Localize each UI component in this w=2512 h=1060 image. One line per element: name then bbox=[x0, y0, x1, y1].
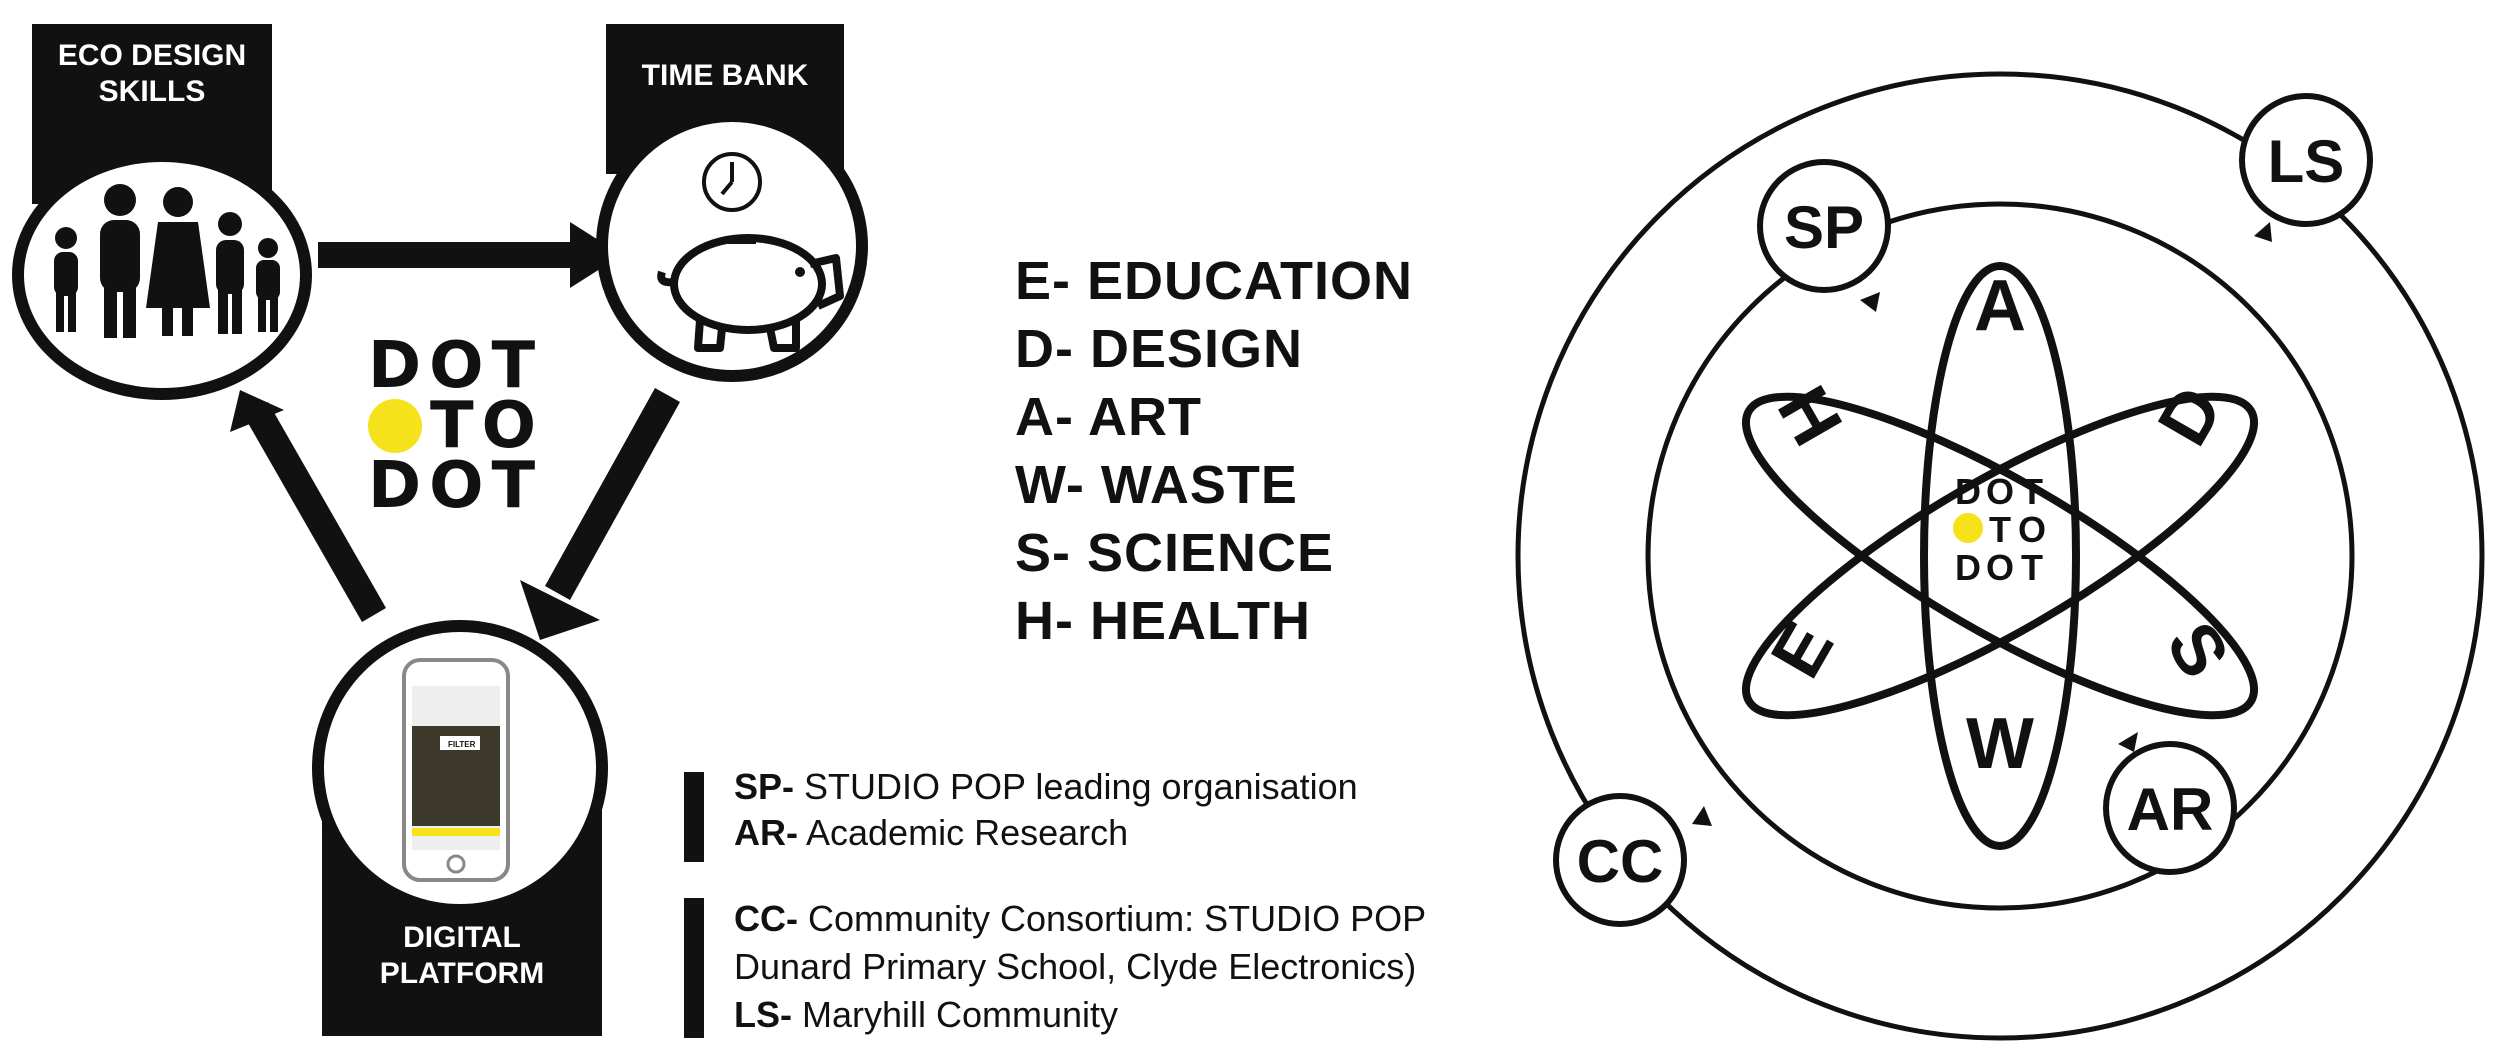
arrow-skills-to-timebank bbox=[318, 242, 578, 268]
arrow-timebank-to-platform bbox=[545, 388, 680, 600]
cycle-arrows bbox=[230, 222, 680, 640]
phone-filter-text: FILTER bbox=[448, 740, 476, 749]
node-ls-circle bbox=[2239, 93, 2373, 227]
node-cc-label: CC bbox=[1577, 828, 1664, 895]
node-cc-circle bbox=[1553, 793, 1687, 927]
orbit-letter-a: A bbox=[1974, 266, 2026, 346]
svg-text:T: T bbox=[2021, 471, 2043, 512]
piggy-bank-icon bbox=[657, 234, 844, 352]
orbit-letter-s: S bbox=[2151, 609, 2244, 691]
legend-item: E- EDUCATION bbox=[1015, 251, 1413, 311]
node-sp-label: SP bbox=[1784, 194, 1864, 261]
smartphone-icon: FILTER bbox=[402, 658, 510, 882]
orbit-letter-d: D bbox=[2143, 373, 2238, 458]
legend-item: D- DESIGN bbox=[1015, 319, 1304, 379]
arrow-ls-icon bbox=[2254, 222, 2272, 242]
legend-item: H- HEALTH bbox=[1015, 591, 1311, 651]
svg-text:T: T bbox=[2021, 547, 2043, 588]
logo-letter: O bbox=[429, 329, 484, 403]
orbit-letter-w: W bbox=[1966, 704, 2034, 784]
legend-item: A- ART bbox=[1015, 387, 1202, 447]
legend-item: S- SCIENCE bbox=[1015, 523, 1335, 583]
svg-text:T: T bbox=[1989, 509, 2011, 550]
orbit-diagonal-down bbox=[1741, 392, 2259, 720]
arrow-ar-icon bbox=[2118, 732, 2138, 752]
arrow-sp-icon bbox=[1860, 292, 1880, 312]
legend-item: W- WASTE bbox=[1015, 455, 1298, 515]
key-item-ls: LS- Maryhill Community bbox=[734, 994, 1119, 1035]
key-item-sp: SP- STUDIO POP leading organisation bbox=[734, 766, 1358, 807]
clock-icon bbox=[702, 152, 762, 212]
arrow-head-up-left bbox=[230, 390, 284, 432]
key-bar-2 bbox=[684, 898, 704, 1038]
logo-letter: D bbox=[368, 329, 422, 403]
family-icon bbox=[54, 184, 280, 338]
arrow-head-down-left bbox=[520, 580, 600, 640]
svg-text:O: O bbox=[2018, 509, 2046, 550]
orbit-diagonal-up bbox=[1741, 392, 2259, 720]
svg-text:D: D bbox=[1955, 471, 1981, 512]
logo-yellow-dot bbox=[368, 399, 422, 453]
key-item-cc: CC- Community Consortium: STUDIO POP bbox=[734, 898, 1427, 939]
orbit-letter-h: H bbox=[1762, 373, 1857, 458]
orbit-letter-e: E bbox=[1756, 609, 1849, 691]
logo-letter: T bbox=[491, 449, 536, 523]
outer-ring bbox=[1515, 71, 2485, 1041]
inner-ring bbox=[1645, 201, 2355, 911]
orbit-vertical bbox=[1920, 262, 2080, 850]
atom-logo-yellow-dot bbox=[1953, 513, 1983, 543]
node-sp-circle bbox=[1757, 159, 1891, 293]
logo-letter: D bbox=[368, 449, 422, 523]
atom-diagram: A W H E D S D O T T O D O T SP LS AR CC bbox=[1515, 71, 2485, 1041]
node-ar-circle bbox=[2103, 741, 2237, 875]
logo-letter: O bbox=[481, 389, 537, 463]
logo-letter: T bbox=[430, 389, 474, 463]
key-bar-1 bbox=[684, 772, 704, 862]
dot-to-dot-logo: D O T T O D O T bbox=[368, 329, 568, 526]
atom-logo: D O T T O D O T bbox=[1953, 471, 2046, 588]
node-ls-label: LS bbox=[2268, 128, 2345, 195]
arrow-cc-icon bbox=[1692, 806, 1712, 826]
logo-letter: T bbox=[491, 329, 536, 403]
logo-letter: O bbox=[429, 449, 484, 523]
key-item-ar: AR- Academic Research bbox=[734, 812, 1129, 853]
svg-text:D: D bbox=[1955, 547, 1981, 588]
node-ar-label: AR bbox=[2127, 776, 2214, 843]
arrow-platform-to-skills bbox=[244, 402, 386, 622]
key-item-cc-continued: Dunard Primary School, Clyde Electronics… bbox=[734, 946, 1417, 987]
svg-text:O: O bbox=[1986, 547, 2014, 588]
svg-text:O: O bbox=[1986, 471, 2014, 512]
